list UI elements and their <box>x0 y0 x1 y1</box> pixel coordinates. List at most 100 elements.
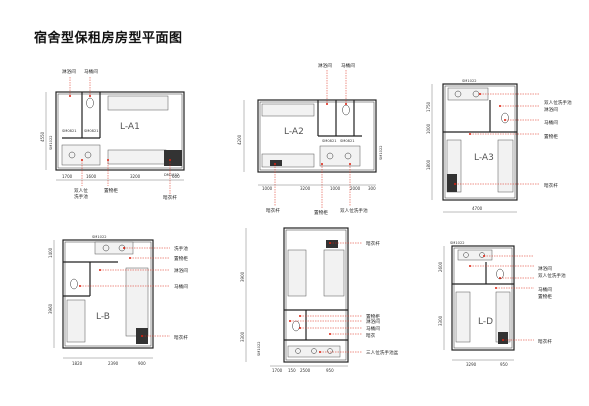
floor-plan-b: L-B SM1022 洗手池 置物柜 淋浴间 马桶间 暗衣杆 1820 2390… <box>48 235 188 366</box>
c-label: 三人位洗手池盆 <box>366 349 399 356</box>
b-bed-right <box>125 267 149 337</box>
a1-dim: 600 <box>172 174 180 179</box>
c-dim: 3300 <box>240 331 245 342</box>
a3-toilet <box>501 112 509 124</box>
floor-plan-a2: L-A2 SM0821 SM0821 SM1022 淋浴间 马桶间 暗衣杆 置物… <box>237 62 383 216</box>
a2-tag: SM1022 <box>379 145 383 160</box>
c-label: 淋浴间 <box>366 318 380 325</box>
a3-wardrobe <box>447 174 457 192</box>
a1-plan-name: L-A1 <box>120 122 140 132</box>
a1-label: 双人位 <box>74 187 88 194</box>
d-dim: 950 <box>500 362 508 367</box>
a2-dim: 3200 <box>300 186 311 191</box>
d-label: 淋浴间 <box>538 265 552 272</box>
a1-label: 马桶间 <box>84 68 98 75</box>
floor-plan-d: L-D SM1022 淋浴间 双人位洗手池 马桶间 置物柜 暗衣杆 3290 9… <box>438 241 566 367</box>
a1-label: 暗衣杆 <box>163 194 177 201</box>
a2-label: 马桶间 <box>341 62 355 69</box>
a3-dim: 1800 <box>426 159 431 170</box>
a1-dim: 3200 <box>130 174 141 179</box>
c-dim: 2500 <box>300 368 311 373</box>
d-wardrobe <box>498 332 508 344</box>
b-dim: 1820 <box>72 361 83 366</box>
c-label: 暗衣杆 <box>366 240 380 247</box>
b-outer-wall <box>62 239 154 349</box>
a1-bed-bottom <box>107 149 167 165</box>
c-outer-wall <box>283 227 349 363</box>
c-toilet <box>292 320 300 332</box>
c-bed-left <box>287 249 307 297</box>
d-label: 暗衣杆 <box>538 338 552 345</box>
a2-dim: 300 <box>368 186 376 191</box>
b-toilet <box>70 278 78 290</box>
a1-label: 淋浴间 <box>62 68 76 75</box>
a3-label: 暗衣杆 <box>544 182 558 189</box>
a1-toilet <box>86 97 94 109</box>
a2-tag: SM0821 <box>340 139 355 143</box>
c-sink-counter <box>287 345 341 358</box>
a2-sink-counter <box>319 145 361 167</box>
c-dim: 1700 <box>272 368 283 373</box>
a2-plan-name: L-A2 <box>284 127 304 137</box>
a3-sink-counter <box>447 87 489 101</box>
d-label: 马桶间 <box>538 286 552 293</box>
c-label: 马桶间 <box>366 325 380 332</box>
b-label: 淋浴间 <box>174 267 188 274</box>
a2-label: 置物柜 <box>314 209 328 216</box>
b-plan-name: L-B <box>96 312 110 322</box>
a2-tag: SM0821 <box>322 139 337 143</box>
a3-dim: 4700 <box>472 206 483 211</box>
a1-tag: DM1022 <box>164 173 179 177</box>
a1-dim: 4550 <box>40 131 45 142</box>
a2-dim: 1000 <box>262 186 273 191</box>
c-dim: 950 <box>326 368 334 373</box>
a3-label: 淋浴间 <box>544 106 558 113</box>
b-label: 置物柜 <box>174 255 188 262</box>
d-dim: 3290 <box>466 362 477 367</box>
d-label: 置物柜 <box>538 293 552 300</box>
b-dim: 2390 <box>108 361 119 366</box>
a3-dim: 1000 <box>426 123 431 134</box>
a2-dim: 2000 <box>350 186 361 191</box>
a1-wardrobe <box>164 150 182 166</box>
a2-label: 暗衣杆 <box>266 207 280 214</box>
a1-tag: SM0821 <box>84 129 99 133</box>
a2-dim: 1000 <box>330 186 341 191</box>
b-bed-left <box>66 299 86 343</box>
a3-label: 置物柜 <box>544 133 558 140</box>
b-label: 暗衣杆 <box>174 334 188 341</box>
a2-label: 淋浴间 <box>318 62 332 69</box>
a3-plan-name: L-A3 <box>474 153 494 163</box>
c-label: 置物柜 <box>366 313 380 320</box>
a3-tag: SM1022 <box>462 79 477 83</box>
a3-label: 双人位洗手池 <box>544 99 572 106</box>
a1-dim: 1700 <box>62 174 73 179</box>
d-dim: 3300 <box>438 315 443 326</box>
a2-wardrobe <box>270 160 282 166</box>
c-label: 暗衣 <box>366 332 376 339</box>
a2-outer-wall <box>257 99 377 173</box>
a2-bed-bottom <box>261 153 315 168</box>
floor-plan-a1: L-A1 SM0821 SM0821 SM1022 DM1022 淋浴间 马桶间… <box>40 68 185 201</box>
a1-dim: 1600 <box>86 174 97 179</box>
c-bed-right <box>323 249 345 297</box>
b-dim: 900 <box>138 361 146 366</box>
a1-bed-top <box>107 95 169 111</box>
a3-outer-wall <box>442 83 518 201</box>
a1-outer-wall <box>55 91 185 171</box>
a1-sink-counter <box>61 144 101 166</box>
b-label: 洗手池 <box>174 245 188 252</box>
a3-bed-right <box>497 139 514 193</box>
page-title: 宿舍型保租房房型平面图 <box>34 31 183 46</box>
a1-tag: SM0821 <box>62 129 77 133</box>
d-dim: 2600 <box>438 261 443 272</box>
floor-plan-c: SM1022 暗衣杆 置物柜 淋浴间 马桶间 暗衣 三人位洗手池盆 1700 1… <box>240 227 399 373</box>
d-bed-left <box>455 291 471 343</box>
d-outer-wall <box>451 245 515 351</box>
a1-label: 置物柜 <box>104 187 118 194</box>
a2-toilet <box>342 104 350 116</box>
a2-label: 双人位洗手池 <box>340 207 368 214</box>
a1-label: 洗手池 <box>74 193 88 200</box>
b-label: 马桶间 <box>174 283 188 290</box>
c-dim: 150 <box>288 368 296 373</box>
